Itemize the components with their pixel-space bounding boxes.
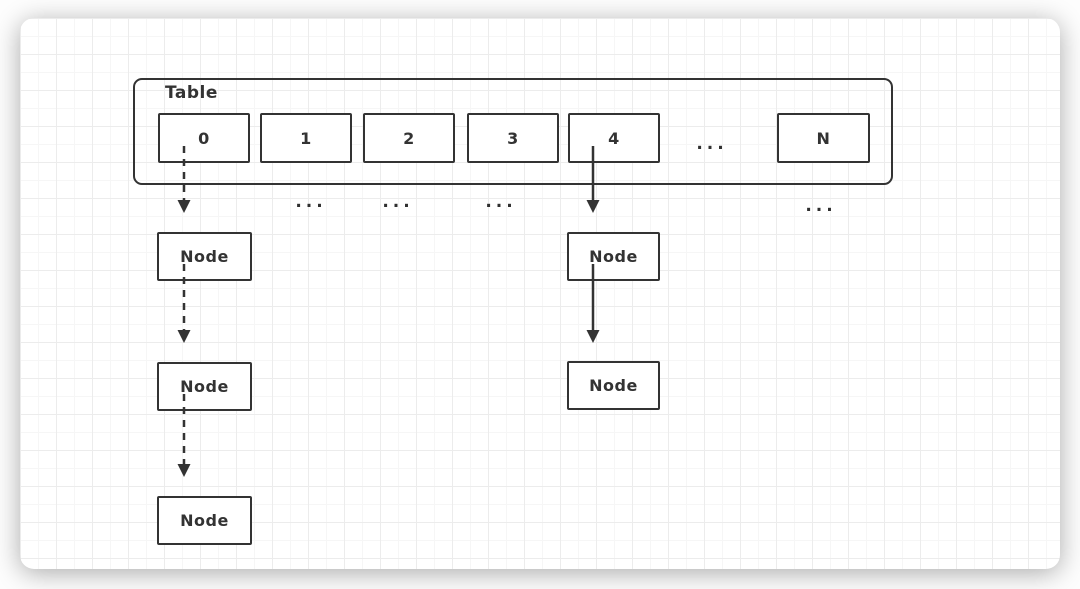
- table-cell-4: 4: [568, 113, 660, 163]
- bucketn-ellipsis: ...: [805, 196, 837, 216]
- whiteboard-card: Table 0 1 2 3 4 ... N ... ... ... ... No…: [20, 18, 1060, 569]
- bucket0-node-3: Node: [157, 496, 252, 545]
- table-cell-2: 2: [363, 113, 455, 163]
- bucket2-ellipsis: ...: [382, 192, 414, 212]
- table-cell-0: 0: [158, 113, 250, 163]
- bucket4-node-1: Node: [567, 232, 660, 281]
- bucket3-ellipsis: ...: [485, 192, 517, 212]
- bucket0-node-2: Node: [157, 362, 252, 411]
- table-cell-1: 1: [260, 113, 352, 163]
- table-gap-ellipsis: ...: [696, 134, 728, 154]
- hash-table-container: Table: [133, 78, 893, 185]
- bucket0-node-1: Node: [157, 232, 252, 281]
- table-title: Table: [165, 83, 218, 103]
- table-cell-n: N: [777, 113, 870, 163]
- table-cell-3: 3: [467, 113, 559, 163]
- bucket1-ellipsis: ...: [295, 192, 327, 212]
- bucket4-node-2: Node: [567, 361, 660, 410]
